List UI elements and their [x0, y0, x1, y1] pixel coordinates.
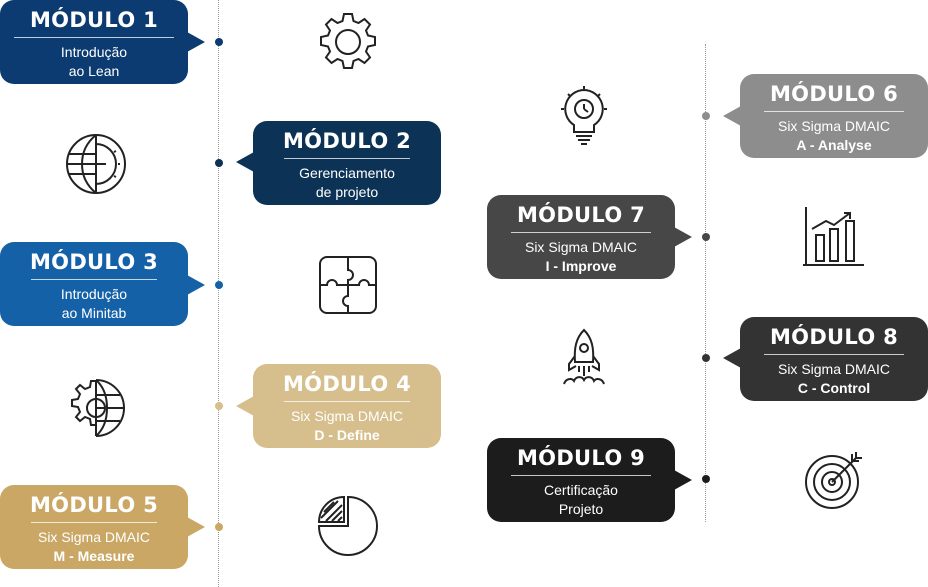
module-subtitle: Certificação	[544, 482, 618, 498]
module-title: MÓDULO 9	[516, 446, 646, 470]
module-6-pointer	[723, 106, 741, 126]
left-timeline-line	[218, 0, 219, 587]
module-6-card: MÓDULO 6 Six Sigma DMAIC A - Analyse	[740, 74, 928, 158]
timeline-dot-8	[702, 354, 710, 362]
divider	[764, 111, 904, 112]
module-1-card: MÓDULO 1 Introdução ao Lean	[0, 0, 188, 84]
rocket-icon	[552, 326, 616, 390]
module-9-pointer	[674, 470, 692, 490]
right-timeline-line	[705, 44, 706, 522]
divider	[764, 354, 904, 355]
pie-chart-icon	[316, 494, 380, 558]
module-5-card: MÓDULO 5 Six Sigma DMAIC M - Measure	[0, 485, 188, 569]
target-icon	[802, 448, 866, 512]
divider	[31, 522, 157, 523]
timeline-dot-2	[215, 159, 223, 167]
module-subtitle: Introdução	[60, 286, 128, 302]
module-subtitle: Six Sigma DMAIC	[777, 118, 891, 134]
module-2-card: MÓDULO 2 Gerenciamento de projeto	[253, 121, 441, 205]
gear-icon	[316, 10, 380, 74]
divider	[511, 232, 651, 233]
module-2-pointer	[236, 152, 254, 172]
timeline-dot-6	[702, 112, 710, 120]
module-3-card: MÓDULO 3 Introdução ao Minitab	[0, 242, 188, 326]
module-7-card: MÓDULO 7 Six Sigma DMAIC I - Improve	[487, 195, 675, 279]
module-8-pointer	[723, 348, 741, 368]
divider	[31, 279, 157, 280]
module-subtitle: Introdução	[60, 44, 128, 60]
module-phase: A - Analyse	[796, 137, 872, 153]
module-title: MÓDULO 8	[769, 325, 899, 349]
module-subtitle-2: ao Minitab	[61, 305, 127, 321]
gear-globe-icon	[64, 375, 128, 439]
module-title: MÓDULO 3	[29, 250, 159, 274]
module-8-card: MÓDULO 8 Six Sigma DMAIC C - Control	[740, 317, 928, 401]
module-phase: D - Define	[314, 427, 380, 443]
divider	[14, 37, 174, 38]
module-title: MÓDULO 1	[29, 8, 159, 32]
module-subtitle-2: Projeto	[558, 501, 604, 517]
module-subtitle-2: de projeto	[315, 184, 379, 200]
divider	[284, 158, 410, 159]
module-phase: C - Control	[797, 380, 871, 396]
module-4-pointer	[236, 396, 254, 416]
module-subtitle: Six Sigma DMAIC	[524, 239, 638, 255]
module-subtitle-2: ao Lean	[68, 63, 120, 79]
divider	[284, 401, 410, 402]
module-3-pointer	[187, 275, 205, 295]
timeline-dot-1	[215, 38, 223, 46]
module-1-pointer	[187, 32, 205, 52]
module-title: MÓDULO 2	[282, 129, 412, 153]
module-4-card: MÓDULO 4 Six Sigma DMAIC D - Define	[253, 364, 441, 448]
module-phase: I - Improve	[545, 258, 617, 274]
puzzle-icon	[316, 253, 380, 317]
module-subtitle: Gerenciamento	[299, 165, 395, 181]
module-title: MÓDULO 7	[516, 203, 646, 227]
module-subtitle: Six Sigma DMAIC	[290, 408, 404, 424]
globe-clock-icon	[64, 132, 128, 196]
timeline-dot-7	[702, 233, 710, 241]
module-title: MÓDULO 5	[29, 493, 159, 517]
module-subtitle: Six Sigma DMAIC	[37, 529, 151, 545]
module-title: MÓDULO 6	[769, 82, 899, 106]
bar-chart-icon	[802, 205, 866, 269]
timeline-dot-4	[215, 402, 223, 410]
divider	[511, 475, 651, 476]
timeline-dot-3	[215, 281, 223, 289]
lightbulb-gear-icon	[552, 84, 616, 148]
module-title: MÓDULO 4	[282, 372, 412, 396]
timeline-dot-5	[215, 523, 223, 531]
module-5-pointer	[187, 517, 205, 537]
timeline-dot-9	[702, 475, 710, 483]
module-7-pointer	[674, 227, 692, 247]
module-phase: M - Measure	[53, 548, 135, 564]
module-subtitle: Six Sigma DMAIC	[777, 361, 891, 377]
module-9-card: MÓDULO 9 Certificação Projeto	[487, 438, 675, 522]
